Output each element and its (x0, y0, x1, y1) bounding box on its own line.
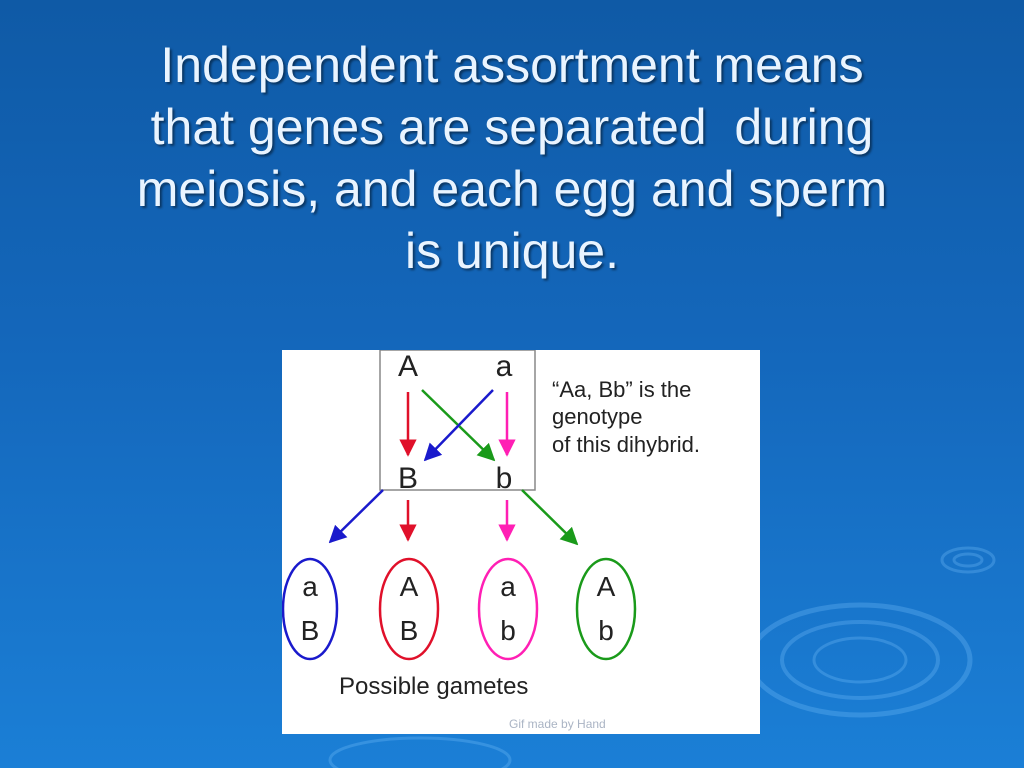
genotype-note: “Aa, Bb” is the genotype of this dihybri… (552, 377, 700, 457)
gamete-2-bottom: B (400, 615, 419, 646)
allele-bottom-left: B (398, 462, 418, 495)
gamete-2-top: A (400, 571, 419, 602)
gamete-4-top: A (597, 571, 616, 602)
gamete-2-oval (378, 557, 440, 661)
arrow-blue-outer (328, 489, 384, 544)
allele-top-right: a (496, 350, 513, 383)
credit-text: Gif made by Hand (509, 717, 606, 731)
allele-bottom-right: b (496, 462, 513, 495)
title-line-1: Independent assortment means (160, 37, 864, 93)
gamete-4-bottom: b (598, 615, 614, 646)
title-line-4: is unique. (404, 223, 620, 279)
gamete-1-bottom: B (301, 615, 320, 646)
gametes-caption: Possible gametes (339, 673, 528, 700)
allele-top-left: A (398, 350, 418, 383)
gamete-1-top: a (302, 571, 318, 602)
genotype-note-line-1: “Aa, Bb” is the (552, 377, 691, 402)
gamete-4-oval (575, 557, 637, 661)
genotype-note-line-2: genotype (552, 404, 643, 429)
slide-title: Independent assortment means that genes … (40, 34, 984, 282)
arrow-blue-inner (423, 389, 494, 462)
dihybrid-diagram-svg: A a B b “Aa, Bb” is the genotype of this… (282, 350, 700, 731)
gamete-3-oval (477, 557, 539, 661)
arrow-green-outer (521, 489, 579, 546)
genotype-note-line-3: of this dihybrid. (552, 432, 700, 457)
parent-allele-box (379, 350, 536, 491)
gamete-3-top: a (500, 571, 516, 602)
title-line-2: that genes are separated during (150, 99, 874, 155)
dihybrid-diagram: A a B b “Aa, Bb” is the genotype of this… (282, 350, 760, 734)
gamete-1-oval (282, 557, 339, 661)
title-line-3: meiosis, and each egg and sperm (136, 161, 888, 217)
gamete-3-bottom: b (500, 615, 516, 646)
